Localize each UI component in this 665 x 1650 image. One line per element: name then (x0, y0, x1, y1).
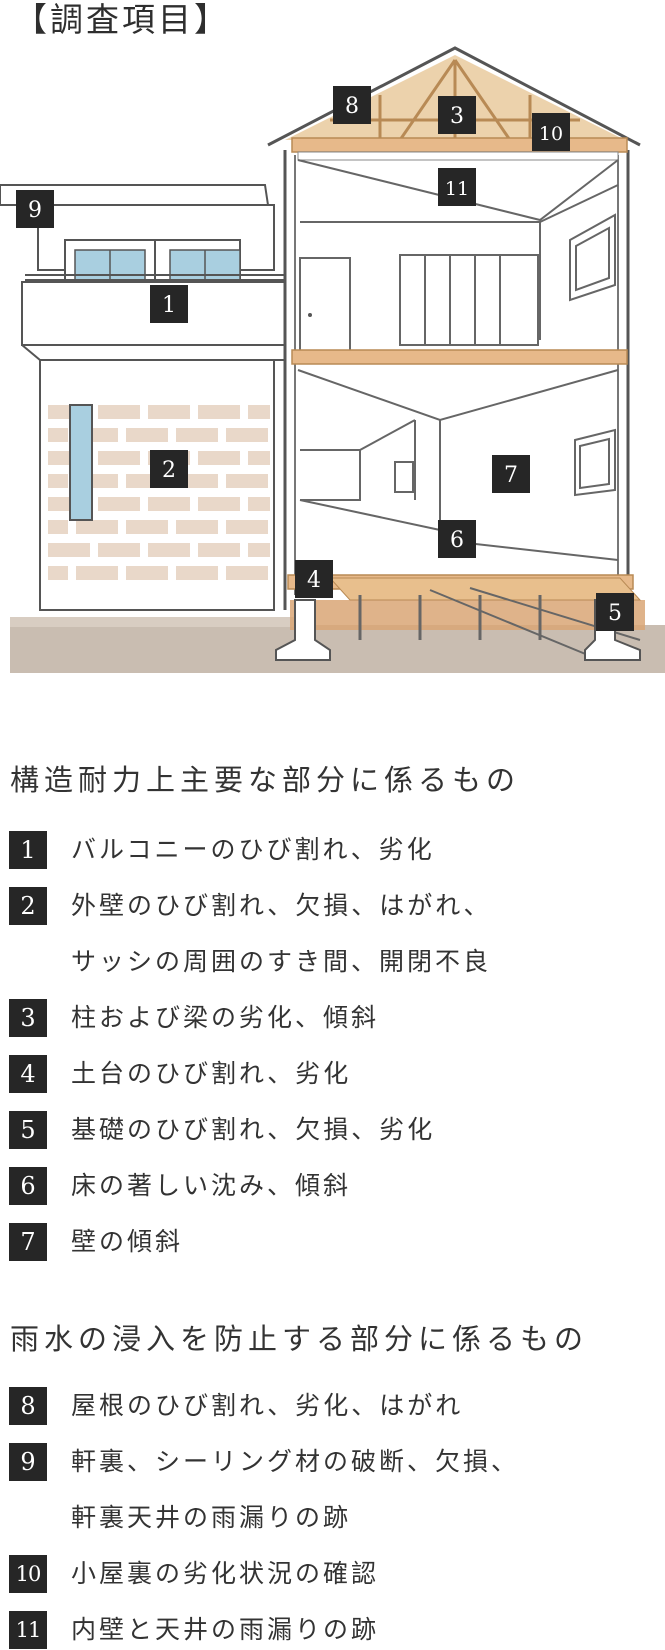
item-number: 7 (9, 1223, 47, 1261)
svg-text:11: 11 (445, 178, 469, 200)
item-text: 柱および梁の劣化、傾斜 (71, 1003, 380, 1032)
svg-text:1: 1 (162, 293, 176, 318)
svg-text:2: 2 (162, 458, 176, 483)
item-text: 内壁と天井の雨漏りの跡 (71, 1615, 380, 1644)
house-illustration: 1 2 3 4 5 6 7 8 9 10 11 (0, 46, 665, 673)
item-text: 小屋裏の劣化状況の確認 (71, 1559, 380, 1588)
marker-4: 4 (295, 560, 333, 598)
item-text-continued: サッシの周囲のすき間、開閉不良 (71, 947, 492, 976)
svg-text:7: 7 (504, 463, 518, 488)
top-beam (291, 137, 628, 153)
marker-2: 2 (150, 450, 188, 488)
item-number: 9 (9, 1443, 47, 1481)
page-title: 【調査項目】 (14, 0, 230, 39)
marker-7: 7 (492, 455, 530, 493)
item-text-continued: 軒裏天井の雨漏りの跡 (71, 1503, 352, 1532)
item-text: 外壁のひび割れ、欠損、はがれ、 (71, 891, 492, 920)
second-floor-room (297, 159, 619, 354)
item-text: 基礎のひび割れ、欠損、劣化 (71, 1115, 436, 1144)
floor-framing (287, 574, 642, 661)
item-text: 軒裏、シーリング材の破断、欠損、 (71, 1447, 520, 1476)
svg-text:3: 3 (450, 104, 464, 129)
marker-6: 6 (438, 520, 476, 558)
section-heading-structural: 構造耐力上主要な部分に係るもの (10, 763, 521, 797)
item-number: 5 (9, 1111, 47, 1149)
item-number: 6 (9, 1167, 47, 1205)
svg-text:6: 6 (450, 528, 464, 553)
item-number: 8 (9, 1387, 47, 1425)
svg-text:10: 10 (539, 123, 563, 145)
section-heading-rainwater: 雨水の浸入を防止する部分に係るもの (10, 1322, 589, 1356)
marker-11: 11 (438, 168, 476, 206)
mid-floor-beam (291, 349, 628, 365)
marker-10: 10 (532, 113, 570, 151)
svg-text:9: 9 (28, 198, 42, 223)
ground (10, 625, 665, 673)
item-number: 4 (9, 1055, 47, 1093)
svg-text:5: 5 (608, 601, 622, 626)
item-number: 11 (9, 1611, 47, 1649)
item-number: 1 (9, 831, 47, 869)
marker-3: 3 (438, 96, 476, 134)
marker-1: 1 (150, 285, 188, 323)
item-number: 10 (9, 1555, 47, 1593)
item-text: 屋根のひび割れ、劣化、はがれ (71, 1391, 464, 1420)
item-text: 床の著しい沈み、傾斜 (71, 1171, 352, 1200)
roof (267, 46, 641, 147)
crawl-space-soil (290, 600, 645, 630)
item-text: 土台のひび割れ、劣化 (71, 1059, 352, 1088)
marker-8: 8 (333, 86, 371, 124)
item-number: 2 (9, 887, 47, 925)
item-text: バルコニーのひび割れ、劣化 (71, 835, 435, 864)
svg-text:8: 8 (345, 94, 359, 119)
svg-text:4: 4 (307, 568, 321, 593)
marker-5: 5 (596, 593, 634, 631)
marker-9: 9 (16, 190, 54, 228)
item-number: 3 (9, 999, 47, 1037)
item-text: 壁の傾斜 (71, 1227, 184, 1256)
slit-window (69, 404, 93, 521)
